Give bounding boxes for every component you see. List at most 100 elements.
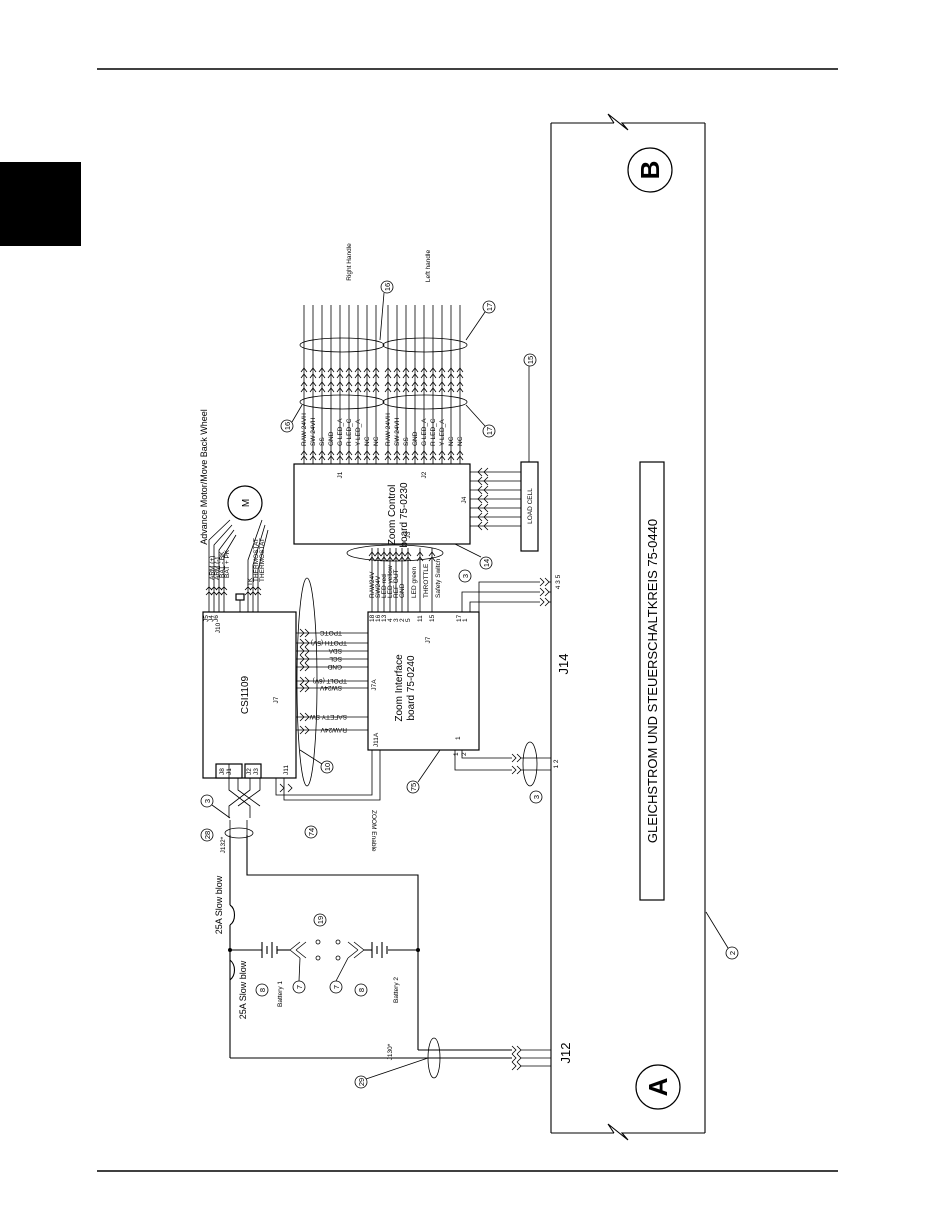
- motor-title: Advance Motor/Move Back Wheel: [199, 409, 209, 545]
- ipin-9: 17: [456, 614, 463, 622]
- lh-sig-1: SW 24VH: [394, 417, 401, 446]
- control-j3: J3: [405, 531, 412, 538]
- j12-label: J12: [558, 1043, 573, 1064]
- switch-pin-3: [335, 939, 341, 945]
- fuse-bottom: [229, 959, 236, 981]
- csi-cross-wires: [228, 778, 261, 818]
- interface-j7a: J7A: [371, 679, 378, 691]
- csi1109-j11: J11: [283, 765, 290, 775]
- ipin-4: 3: [393, 618, 400, 622]
- ipin-label-8: Safety Switch: [435, 558, 442, 598]
- ipin-label-4: REF OUT: [393, 569, 400, 598]
- interface-j14-lower-wires: [454, 750, 512, 771]
- motor-wire-label-1: ARM (-): [214, 557, 221, 580]
- ipin-3: 4: [387, 618, 394, 622]
- sig-4: GND: [327, 663, 342, 670]
- control-board: [293, 463, 471, 545]
- control-j2: J2: [421, 471, 428, 478]
- callout-7b: 7: [332, 985, 341, 989]
- j14-connector-top: [539, 577, 551, 607]
- battery-1-label: Battery 1: [277, 981, 284, 1007]
- lh-sig-8: NC: [457, 436, 464, 446]
- csi-j3: J3: [253, 768, 260, 775]
- motor-wire-label-4: TK: [247, 577, 254, 586]
- j14-connector-bottom: [511, 753, 551, 775]
- ipin-10: 1: [462, 618, 469, 622]
- ipin-label-6: LED green: [411, 567, 418, 598]
- rh-sig-8: NC: [373, 436, 380, 446]
- ipin-label-2: LED red: [381, 574, 388, 598]
- ipin-label-1: SW24V: [375, 575, 382, 598]
- switch-pin: [315, 939, 321, 945]
- switch-pin-4: [335, 955, 341, 961]
- callout-28: 28: [203, 831, 212, 839]
- csi1109-name: CSI1109: [240, 675, 251, 714]
- battery-1: [261, 942, 290, 958]
- control-j1: J1: [337, 471, 344, 478]
- ipin-8: 15: [429, 614, 436, 622]
- rh-sig-2: SS: [319, 437, 326, 446]
- interface-bundle-ellipse: [346, 544, 444, 562]
- callout-3b: 3: [461, 574, 470, 578]
- callout-29: 29: [357, 1078, 366, 1086]
- ipin-6: 5: [405, 618, 412, 622]
- sig-6: SW24V: [319, 684, 342, 691]
- enclosure-frame: [550, 113, 706, 1141]
- callout-17a: 17: [485, 303, 494, 311]
- callout-3c: 3: [532, 795, 541, 799]
- rh-sig-5: R LED_C: [346, 418, 353, 446]
- control-j4: J4: [461, 496, 468, 503]
- sig-5: TPOLT (6V): [313, 677, 347, 684]
- callout-17b: 17: [485, 427, 494, 435]
- j14-pins-top: 4 3 5: [555, 574, 562, 589]
- motor-wires: [205, 519, 269, 612]
- rh-sig-4: G LED_A: [337, 418, 344, 446]
- motor-symbol: [227, 485, 263, 521]
- lh-sig-7: NC: [448, 436, 455, 446]
- left-handle-label: Left handle: [425, 250, 432, 283]
- rh-sig-1: SW 24VH: [310, 417, 317, 446]
- j14-lower-ellipse: [522, 741, 538, 787]
- sig-1: TPOTH (5V): [311, 639, 347, 646]
- csi1109-board: [202, 611, 297, 779]
- motor-connector-j6: J6: [213, 615, 220, 622]
- callout-2: 2: [728, 951, 737, 955]
- rh-sig-7: NC: [364, 436, 371, 446]
- sig-2: SDA: [328, 647, 342, 654]
- interface-j11a: J11A: [373, 732, 380, 747]
- interface-board: [367, 611, 480, 751]
- callout-3a: 3: [203, 799, 212, 803]
- power-wires: [229, 820, 512, 1059]
- interface-board-name-2: board 75-0240: [406, 655, 417, 720]
- interface-board-name-1: Zoom Interface: [394, 654, 405, 722]
- callout-16a: 16: [383, 283, 392, 291]
- j132-label: J132*: [220, 836, 227, 853]
- switch-pin-2: [315, 955, 321, 961]
- right-handle-ellipse-lower: [299, 394, 385, 410]
- interface-pin-1-bottom: 1: [455, 736, 462, 740]
- fuse-top: [229, 904, 236, 926]
- lh-sig-5: R LED_C: [430, 418, 437, 446]
- pin-1-label: 1: [453, 752, 460, 756]
- fuse-top-label: 25A Slow blow: [214, 875, 224, 934]
- csi1109-j7: J7: [273, 696, 280, 703]
- interface-pins: [368, 548, 436, 612]
- ipin-0: 18: [369, 614, 376, 622]
- load-cell: [520, 461, 539, 552]
- ipin-label-0: RAW24V: [369, 571, 376, 598]
- csi-small-connectors-2: [244, 763, 262, 779]
- signal-bundle-ellipse: [296, 577, 318, 787]
- motor-wire-label-6: THERMOSTAT: [259, 538, 266, 582]
- lh-sig-2: SS: [403, 437, 410, 446]
- j130-label: J130*: [387, 1043, 394, 1060]
- callout-8b: 8: [357, 988, 366, 992]
- ipin-label-5: GND: [399, 583, 406, 598]
- motor-symbol-label: M: [241, 499, 252, 507]
- junction-dot: [228, 948, 232, 952]
- pin-2-label: 2: [461, 752, 468, 756]
- circle-b: [627, 147, 673, 193]
- rh-sig-3: GND: [328, 431, 335, 446]
- lh-sig-3: GND: [412, 431, 419, 446]
- csi1109-j10: J10: [215, 622, 222, 633]
- handle-wires: [300, 305, 464, 464]
